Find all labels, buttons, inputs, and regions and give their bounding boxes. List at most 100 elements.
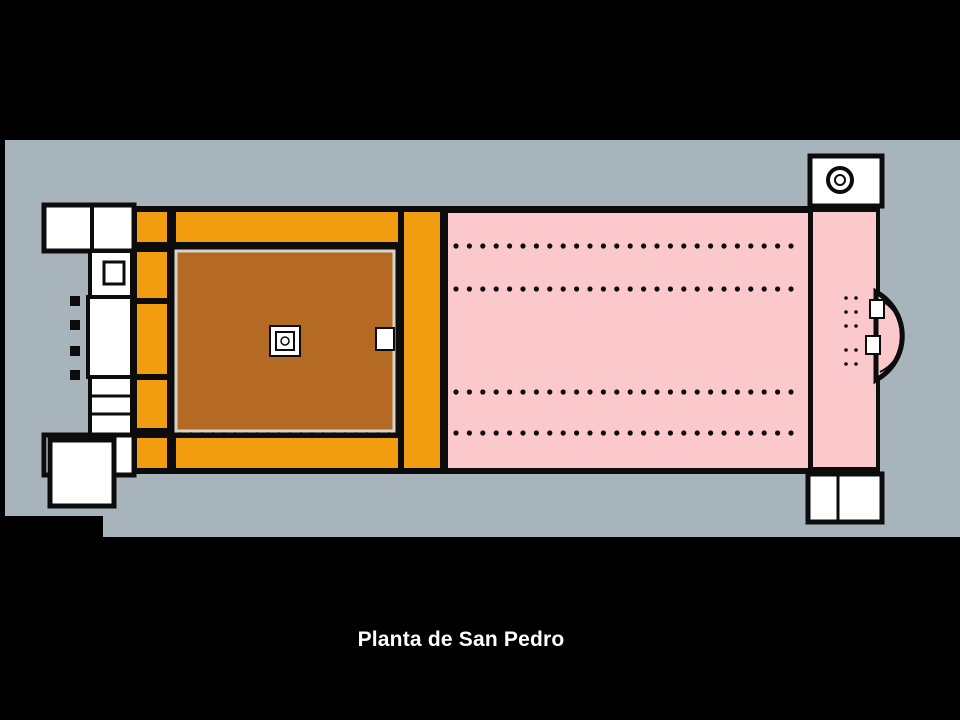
column-dot [507, 286, 513, 292]
column-dot [397, 320, 401, 324]
column-dot [721, 286, 727, 292]
column-dot [170, 298, 174, 302]
column-dot [654, 286, 660, 292]
column-dot [614, 430, 620, 436]
column-dot [321, 245, 325, 249]
column-dot [170, 320, 174, 324]
column-dot [627, 389, 633, 395]
column-dot [222, 432, 226, 436]
column-dot [453, 430, 459, 436]
column-dot [574, 243, 580, 249]
column-dot [310, 245, 314, 249]
column-dot [734, 286, 741, 292]
column-dot [547, 389, 553, 395]
column-dot [170, 408, 174, 412]
column-dot [681, 286, 687, 292]
column-dot [641, 389, 647, 395]
column-dot [844, 362, 848, 366]
column-dot [493, 243, 499, 249]
column-dot [397, 408, 401, 412]
column-dot [332, 245, 336, 249]
column-dot [266, 432, 270, 436]
column-dot [211, 245, 215, 249]
column-dot [547, 286, 553, 292]
column-dot [614, 243, 620, 249]
column-dot [520, 286, 526, 292]
column-dot [493, 286, 499, 292]
column-dot [854, 348, 858, 352]
column-dot [453, 243, 459, 249]
column-dot [533, 430, 540, 436]
column-dot [587, 286, 593, 292]
column-dot [233, 432, 237, 436]
column-dot [453, 389, 459, 395]
column-dot [397, 375, 401, 379]
column-dot [614, 286, 620, 292]
column-dot [520, 243, 526, 249]
column-dot [708, 389, 714, 395]
column-dot [775, 243, 781, 249]
north-rotunda [807, 153, 885, 209]
column-dot [397, 386, 401, 390]
column-dot [520, 389, 526, 395]
column-dot [694, 243, 700, 249]
column-dot [397, 287, 401, 291]
column-dot [466, 286, 472, 292]
column-dot [574, 430, 580, 436]
column-dot [587, 243, 593, 249]
column-dot [748, 430, 754, 436]
column-dot [233, 245, 237, 249]
column-dot [397, 342, 401, 346]
column-dot [397, 309, 401, 313]
column-dot [614, 389, 620, 395]
column-dot [600, 243, 607, 249]
column-dot [641, 243, 647, 249]
column-dot [211, 432, 215, 436]
column-dot [354, 432, 358, 436]
column-dot [748, 286, 754, 292]
atrium [132, 206, 444, 474]
column-dot [788, 389, 794, 395]
column-dot [354, 245, 358, 249]
column-dot [574, 286, 580, 292]
column-dot [170, 265, 174, 269]
column-dot [775, 286, 781, 292]
column-dot [397, 397, 401, 401]
column-dot [170, 342, 174, 346]
column-dot [466, 430, 472, 436]
column-dot [277, 245, 281, 249]
column-dot [560, 430, 566, 436]
column-dot [343, 432, 347, 436]
column-dot [788, 243, 794, 249]
column-dot [170, 375, 174, 379]
column-dot [493, 430, 499, 436]
column-dot [466, 243, 472, 249]
column-dot [533, 243, 540, 249]
column-dot [654, 243, 660, 249]
column-dot [387, 432, 391, 436]
column-dot [493, 389, 499, 395]
column-dot [574, 389, 580, 395]
column-dot [560, 286, 566, 292]
column-dot [310, 432, 314, 436]
column-dot [761, 286, 767, 292]
column-dot [844, 348, 848, 352]
column-dot [761, 389, 767, 395]
column-dot [321, 432, 325, 436]
column-dot [734, 430, 741, 436]
column-dot [694, 389, 700, 395]
column-dot [189, 245, 193, 249]
column-dot [641, 430, 647, 436]
column-dot [654, 430, 660, 436]
column-dot [170, 254, 174, 258]
column-dot [299, 432, 303, 436]
column-dot [708, 286, 714, 292]
column-dot [453, 286, 459, 292]
transept [808, 203, 905, 475]
column-dot [844, 296, 848, 300]
column-dot [365, 245, 369, 249]
column-dot [721, 243, 727, 249]
column-dot [466, 389, 472, 395]
column-dot [170, 331, 174, 335]
column-dot [170, 353, 174, 357]
